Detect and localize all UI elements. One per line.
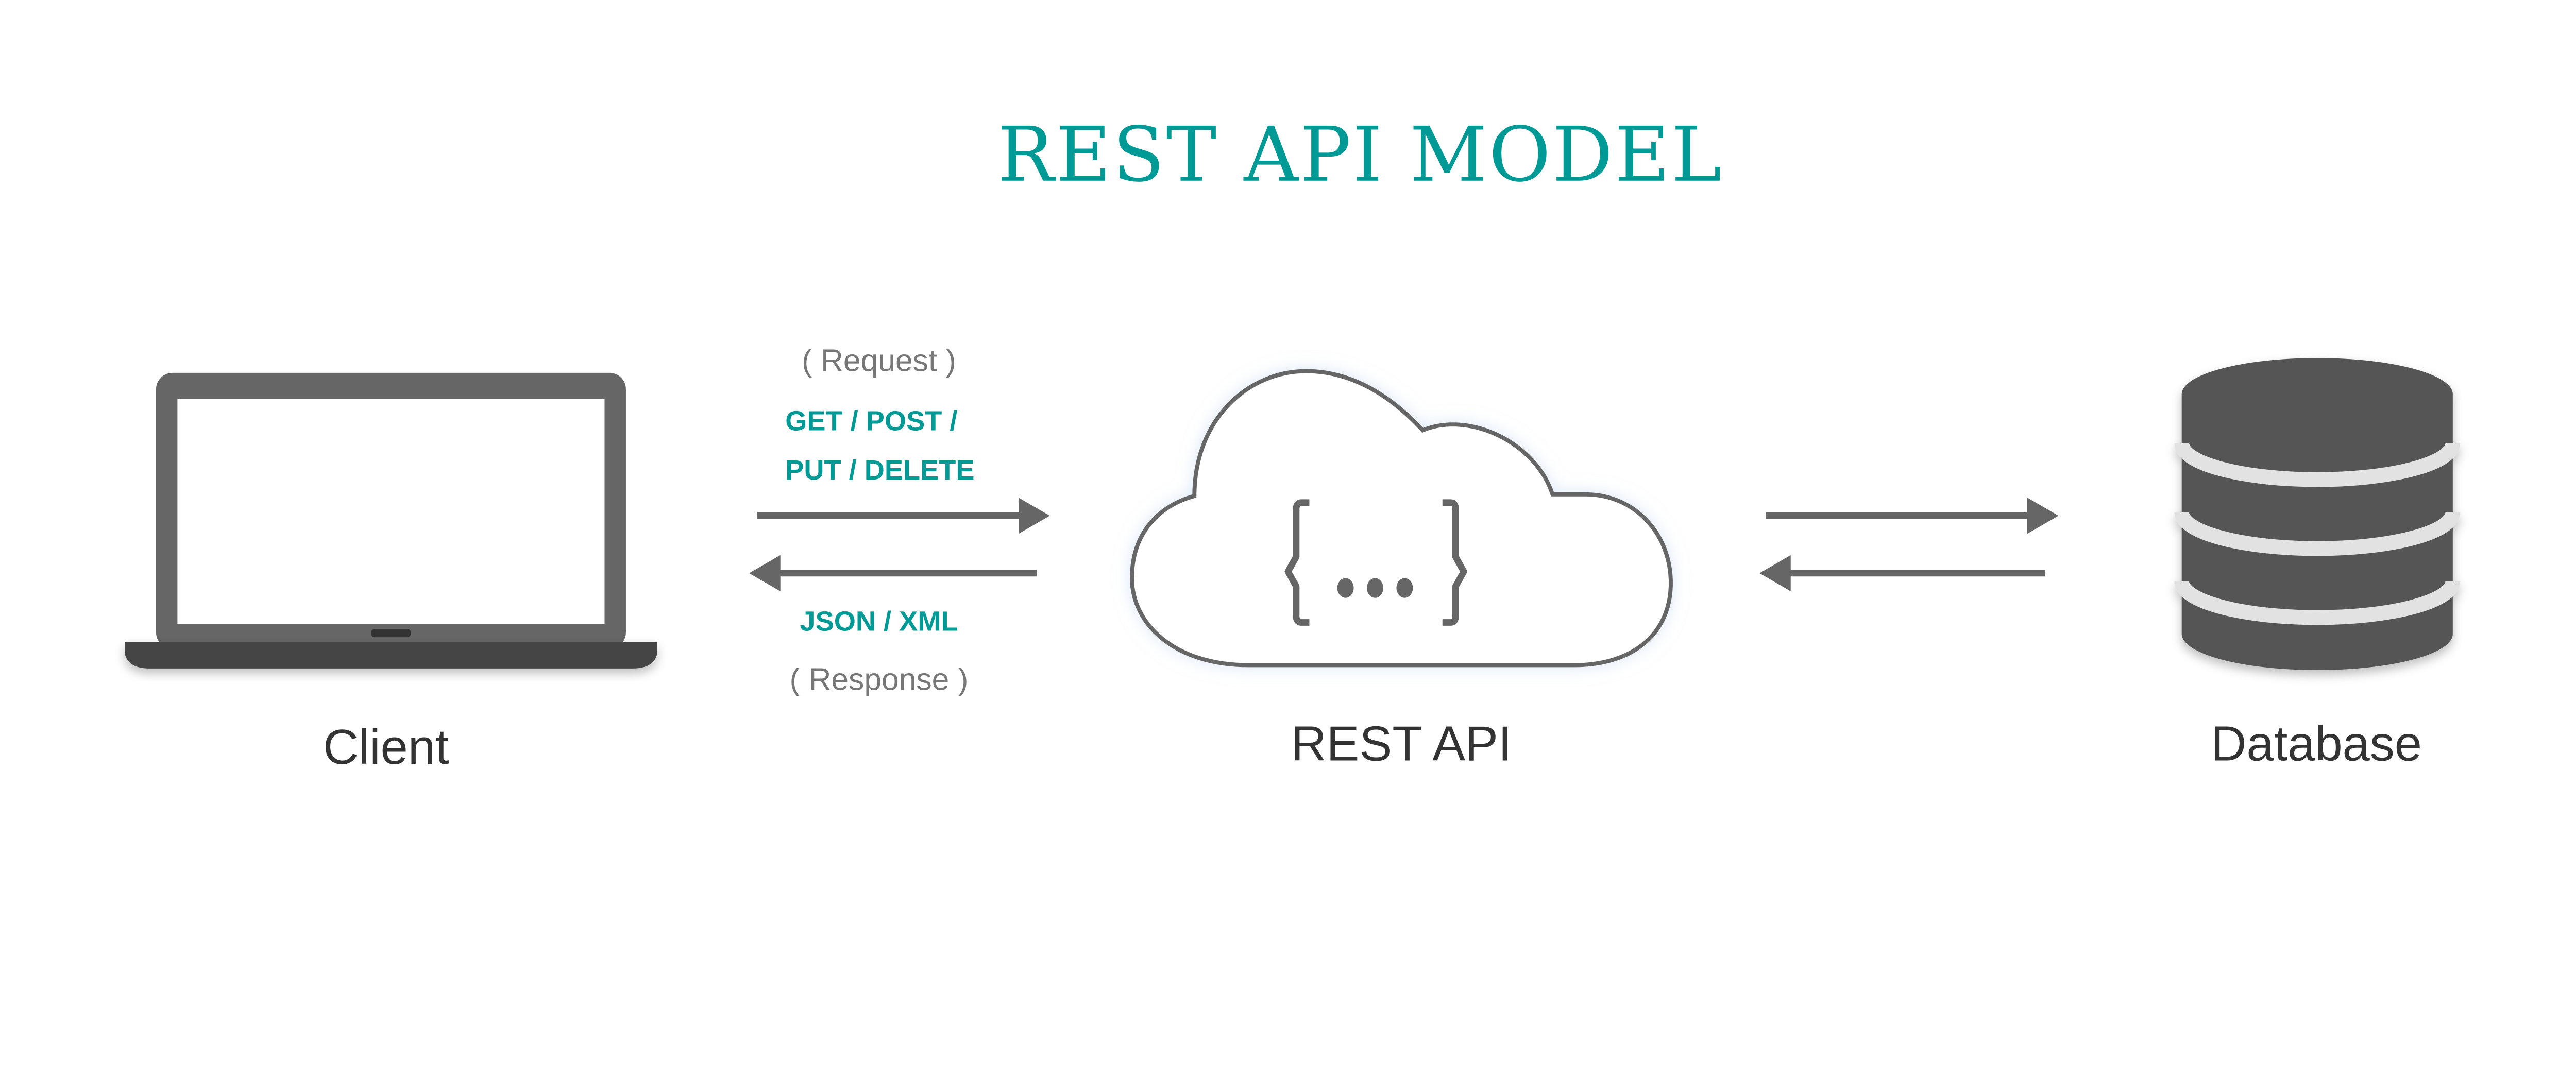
database-icon [2174, 358, 2461, 671]
json-braces-icon [1284, 499, 1467, 626]
client-label: Client [323, 720, 449, 775]
db-request-arrow [1766, 498, 2059, 534]
ellipsis-icon [1337, 578, 1413, 598]
rest-api-label: REST API [1291, 716, 1512, 771]
cloud-icon [1130, 369, 1673, 668]
diagram-title: REST API MODEL [997, 111, 1723, 199]
database-label: Database [2211, 716, 2421, 771]
rest-api-diagram: REST API MODEL Client ( Request ) GET / … [125, 111, 2461, 775]
response-arrow [749, 555, 1037, 591]
response-caption: ( Response ) [790, 661, 969, 696]
request-arrow [757, 498, 1050, 534]
response-formats: JSON / XML [800, 606, 958, 637]
db-response-arrow [1759, 555, 2046, 591]
laptop-icon [125, 372, 657, 669]
request-caption: ( Request ) [802, 343, 956, 378]
request-methods-line1: GET / POST / [785, 405, 957, 436]
request-methods-line2: PUT / DELETE [785, 455, 974, 486]
